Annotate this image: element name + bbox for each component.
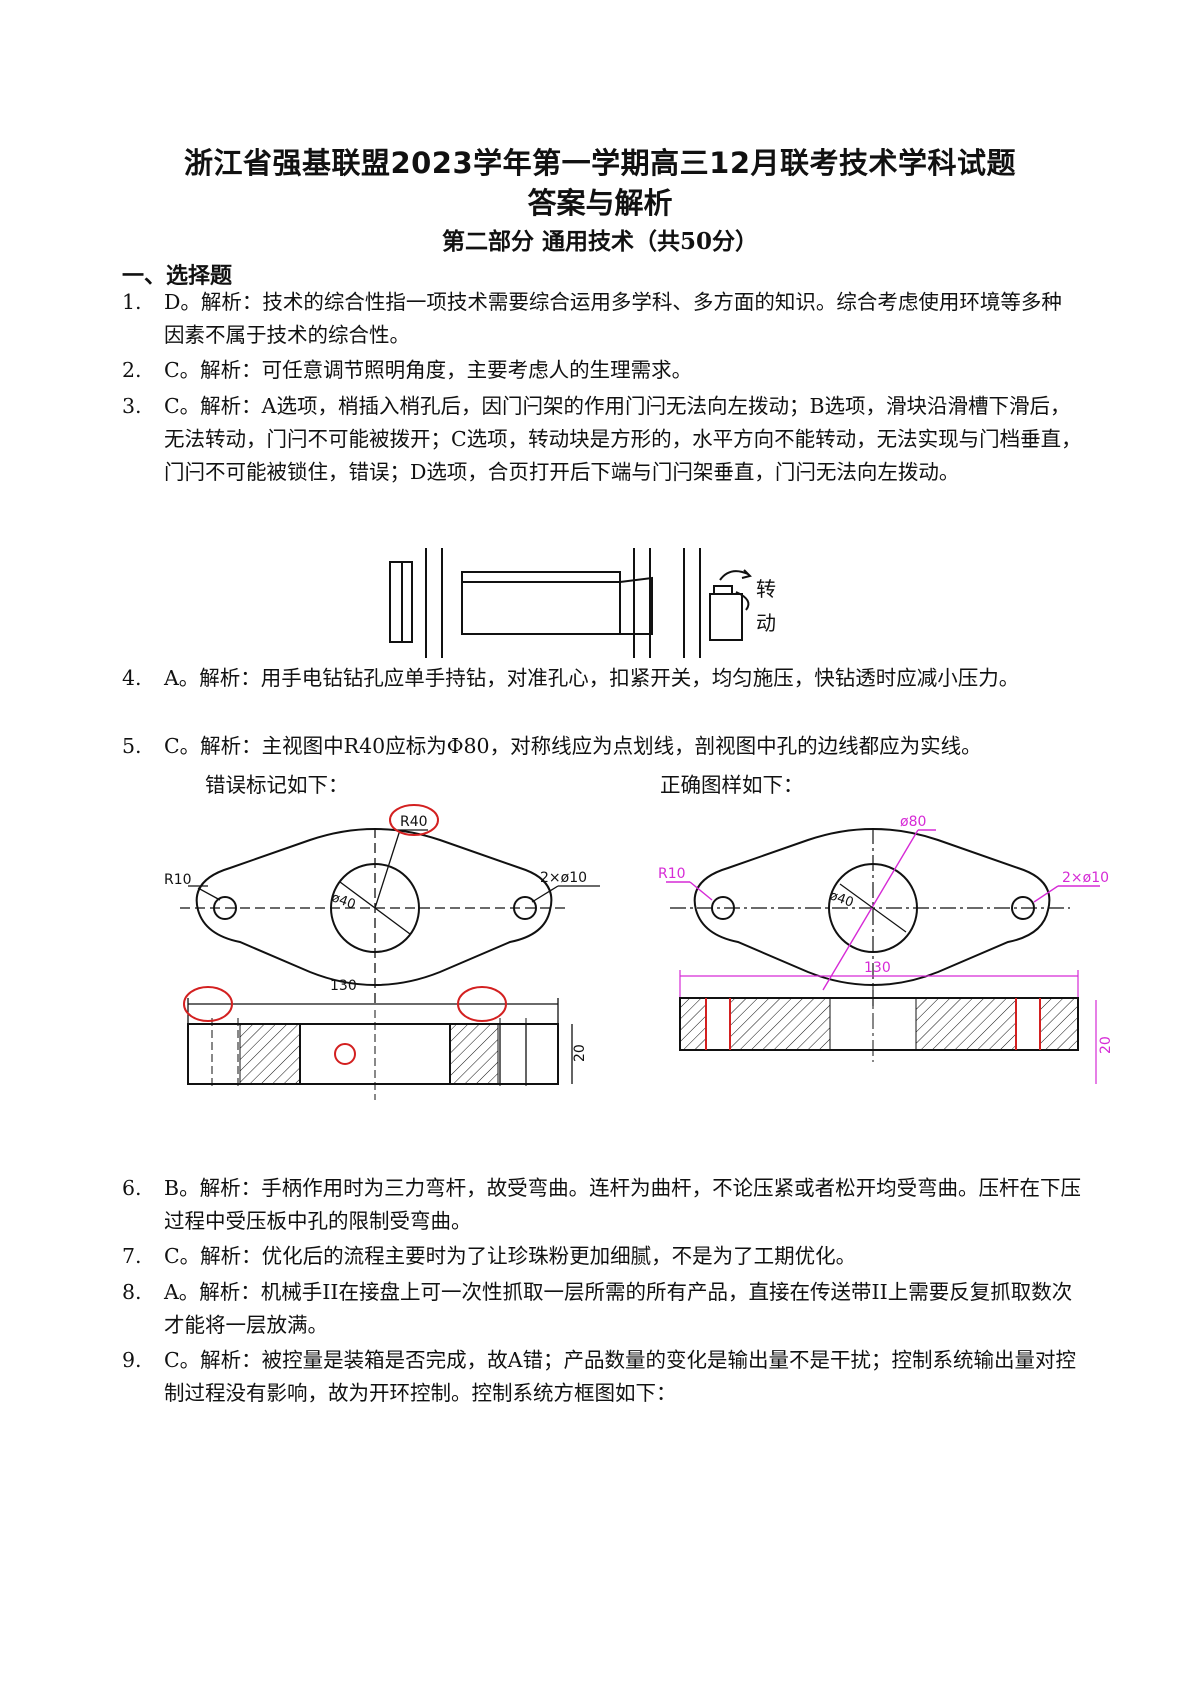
question-number: 4. (122, 666, 142, 690)
part-subtitle: 第二部分 通用技术（共50分） (441, 228, 758, 255)
question-3: 3. C。解析：A选项，梢插入梢孔后，因门闩架的作用门闩无法向左拨动；B选项，滑… (122, 390, 1082, 489)
correct-drawing: ø80 R10 ø40 2×ø10 130 20 (658, 814, 1114, 1084)
wrong-r10-label: R10 (164, 872, 192, 888)
question-text: A。解析：用手电钻钻孔应单手持钻，对准孔心，扣紧开关，均匀施压，快钻透时应减小压… (164, 666, 1020, 690)
error-circle-r40 (389, 804, 439, 836)
rotate-label-1: 转 (756, 577, 776, 601)
wrong-r40-label: R40 (400, 814, 428, 830)
question-6: 6. B。解析：手柄作用时为三力弯杆，故受弯曲。连杆为曲杆，不论压紧或者松开均受… (122, 1172, 1082, 1238)
question-number: 2. (122, 358, 142, 382)
question-text: D。解析：技术的综合性指一项技术需要综合运用多学科、多方面的知识。综合考虑使用环… (164, 290, 1062, 347)
question-text: C。解析：A选项，梢插入梢孔后，因门闩架的作用门闩无法向左拨动；B选项，滑块沿滑… (164, 394, 1082, 484)
right-holes-label: 2×ø10 (1062, 870, 1109, 886)
question-number: 9. (122, 1348, 142, 1372)
question-text: C。解析：被控量是装箱是否完成，故A错；产品数量的变化是输出量不是干扰；控制系统… (164, 1348, 1076, 1405)
question-number: 3. (122, 394, 142, 418)
question-number: 8. (122, 1280, 142, 1304)
question-8: 8. A。解析：机械手II在接盘上可一次性抓取一层所需的所有产品，直接在传送带I… (122, 1276, 1082, 1342)
question-text: C。解析：优化后的流程主要时为了让珍珠粉更加细腻，不是为了工期优化。 (164, 1244, 857, 1268)
rotate-label-2: 动 (756, 611, 776, 635)
question-text: C。解析：主视图中R40应标为Φ80，对称线应为点划线，剖视图中孔的边线都应为实… (164, 734, 982, 758)
question-4: 4. A。解析：用手电钻钻孔应单手持钻，对准孔心，扣紧开关，均匀施压，快钻透时应… (122, 662, 1082, 695)
question-number: 5. (122, 734, 142, 758)
error-circle-center (334, 1043, 356, 1065)
error-circle-left (183, 986, 233, 1022)
question-1: 1. D。解析：技术的综合性指一项技术需要综合运用多学科、多方面的知识。综合考虑… (122, 286, 1082, 352)
question-number: 1. (122, 290, 142, 314)
question-number: 7. (122, 1244, 142, 1268)
wrong-holes-label: 2×ø10 (540, 870, 587, 886)
page-title: 浙江省强基联盟2023学年第一学期高三12月联考技术学科试题 (183, 146, 1017, 180)
wrong-drawing: R40 R10 ø40 2×ø10 (164, 804, 600, 1100)
right-caption: 正确图样如下： (660, 773, 804, 797)
question-text: A。解析：机械手II在接盘上可一次性抓取一层所需的所有产品，直接在传送带II上需… (164, 1280, 1073, 1337)
question-9: 9. C。解析：被控量是装箱是否完成，故A错；产品数量的变化是输出量不是干扰；控… (122, 1344, 1082, 1410)
right-r10-label: R10 (658, 866, 686, 882)
wrong-thick-label: 20 (572, 1044, 588, 1062)
question-7: 7. C。解析：优化后的流程主要时为了让珍珠粉更加细腻，不是为了工期优化。 (122, 1240, 1082, 1273)
page-title-line2: 答案与解析 (527, 186, 673, 220)
question-text: B。解析：手柄作用时为三力弯杆，故受弯曲。连杆为曲杆，不论压紧或者松开均受弯曲。… (164, 1176, 1082, 1233)
right-thick-label: 20 (1098, 1036, 1114, 1054)
question-text: C。解析：可任意调节照明角度，主要考虑人的生理需求。 (164, 358, 693, 382)
wrong-len-label: 130 (330, 978, 357, 994)
question-2: 2. C。解析：可任意调节照明角度，主要考虑人的生理需求。 (122, 354, 1082, 387)
right-d80-label: ø80 (900, 814, 926, 830)
wrong-d40-label: ø40 (329, 890, 357, 912)
door-latch-figure: 转 动 (389, 548, 776, 658)
error-circle-right (457, 986, 507, 1022)
question-5: 5. C。解析：主视图中R40应标为Φ80，对称线应为点划线，剖视图中孔的边线都… (122, 730, 1082, 763)
section-heading: 一、选择题 (122, 263, 233, 289)
wrong-caption: 错误标记如下： (205, 773, 349, 797)
right-len-label: 130 (864, 960, 891, 976)
question-number: 6. (122, 1176, 142, 1200)
